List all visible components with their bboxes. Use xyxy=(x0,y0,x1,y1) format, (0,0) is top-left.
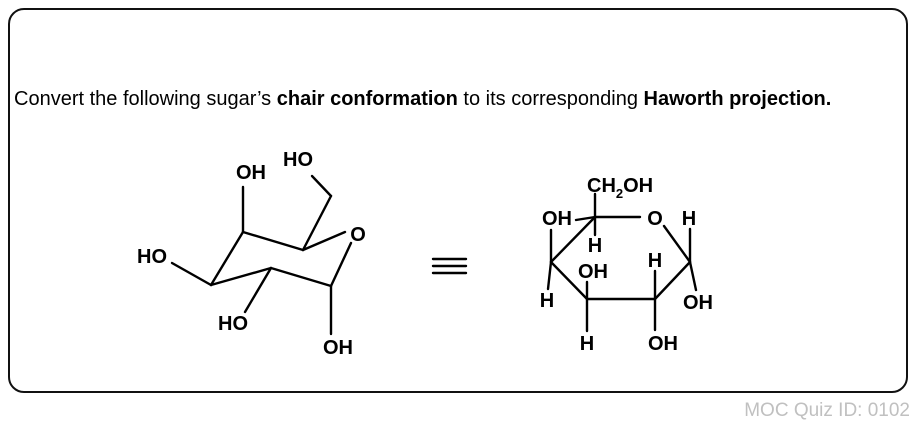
chair-oh-top: OH xyxy=(236,162,266,184)
quiz-id: MOC Quiz ID: 0102 xyxy=(744,400,910,421)
haworth-h-c2-top: H xyxy=(648,250,662,272)
haworth-h-c4-left: H xyxy=(540,290,554,312)
haworth-h-c5: H xyxy=(588,235,602,257)
question-term-chair: chair conformation xyxy=(276,88,458,110)
question-text: Convert the following sugar’s chair conf… xyxy=(14,87,914,111)
haworth-oh-c2: OH xyxy=(648,333,678,355)
chair-ho-top: HO xyxy=(283,149,313,171)
question-middle: to its corresponding xyxy=(457,88,644,110)
haworth-ring-oxygen: O xyxy=(647,208,663,230)
haworth-h-c3: H xyxy=(580,333,594,355)
quiz-card xyxy=(8,8,908,393)
question-term-haworth: Haworth projection xyxy=(643,88,826,110)
haworth-oh-c4: OH xyxy=(578,261,608,283)
haworth-bonds xyxy=(546,192,698,333)
chair-bonds xyxy=(170,174,353,336)
haworth-projection: CH2OH OH O H H OH H H OH H OH xyxy=(540,175,713,355)
haworth-ch2oh-label: CH2OH xyxy=(587,175,653,201)
question-end: . xyxy=(825,88,832,110)
chair-conformation: OH HO O HO HO OH xyxy=(137,149,366,359)
chair-oh-bottom: OH xyxy=(323,337,353,359)
equivalence-symbol xyxy=(431,257,468,275)
haworth-ch2oh: CH2OH xyxy=(587,175,653,201)
haworth-oh-c5: OH xyxy=(542,208,572,230)
haworth-oh-c1: OH xyxy=(683,292,713,314)
question-intro: Convert the following sugar’s xyxy=(14,88,277,110)
chair-ring-oxygen: O xyxy=(350,224,366,246)
chair-ho-bottom: HO xyxy=(218,313,248,335)
haworth-h-c1-top: H xyxy=(682,208,696,230)
chair-ho-left: HO xyxy=(137,246,167,268)
